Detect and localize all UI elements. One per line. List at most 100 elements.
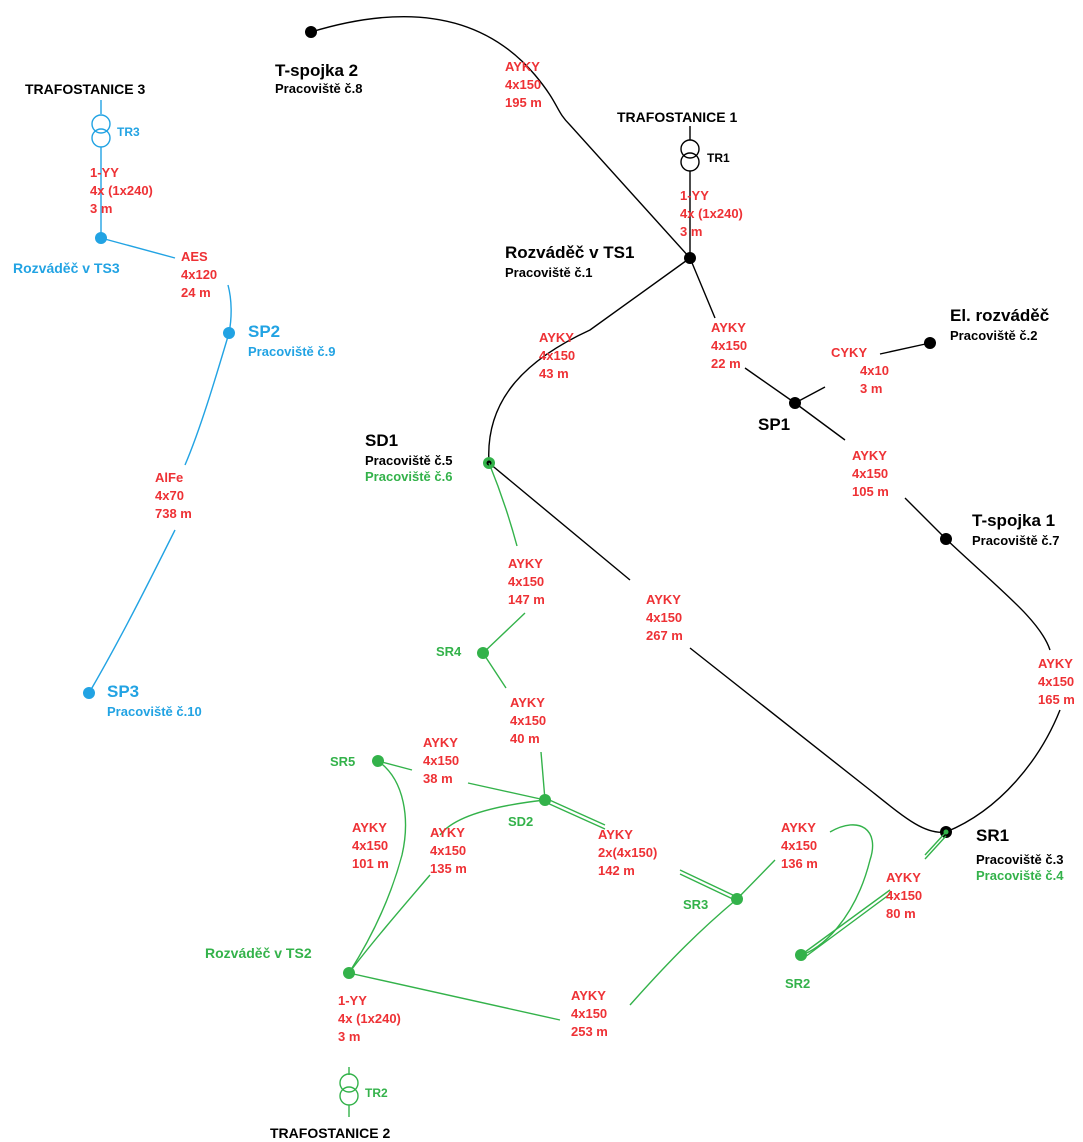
node-sd1-sub2: Pracoviště č.6 (365, 469, 452, 484)
node-rozvadec-ts2-label: Rozváděč v TS2 (205, 945, 312, 961)
cable-size: 4x (1x240) (680, 206, 743, 221)
node-sp3-sub: Pracoviště č.10 (107, 704, 202, 719)
network-ts1 (305, 15, 1061, 838)
node-rozvadec-ts1-dot[interactable] (684, 252, 696, 264)
node-sr5-dot[interactable] (372, 755, 384, 767)
substation-ts2-title: TRAFOSTANICE 2 (270, 1125, 391, 1141)
node-sp2-dot[interactable] (223, 327, 235, 339)
cable-length: 38 m (423, 771, 453, 786)
node-sr1-label: SR1 (976, 826, 1009, 845)
cable-line-sd1-sr1 (488, 462, 947, 834)
cable-length: 105 m (852, 484, 889, 499)
cable-size: 4x150 (352, 838, 388, 853)
cable-type: AlFe (155, 470, 183, 485)
transformer-tr2-label: TR2 (365, 1086, 388, 1100)
cable-type: AYKY (781, 820, 816, 835)
node-sd2-dot[interactable] (539, 794, 551, 806)
cable-size: 4x120 (181, 267, 217, 282)
cable-length: 253 m (571, 1024, 608, 1039)
cable-line-sd1-sr4 (482, 462, 526, 654)
cable-size: 4x150 (1038, 674, 1074, 689)
node-sr1-sub2: Pracoviště č.4 (976, 868, 1064, 883)
node-rozvadec-ts2-dot[interactable] (343, 967, 355, 979)
cable-length: 165 m (1038, 692, 1075, 707)
cable-label-sr5-sd2: AYKY 4x150 38 m (423, 735, 459, 786)
cable-type: AYKY (510, 695, 545, 710)
cable-size: 4x150 (852, 466, 888, 481)
cable-length: 135 m (430, 861, 467, 876)
node-tspojka2-dot[interactable] (305, 26, 317, 38)
cable-length: 136 m (781, 856, 818, 871)
node-tspojka1-dot[interactable] (940, 533, 952, 545)
cable-size: 4x150 (505, 77, 541, 92)
cable-line-sr3-sr2 (736, 824, 874, 956)
cable-label-sp1-tspojka1: AYKY 4x150 105 m (852, 448, 889, 499)
cable-line-rozvadec-ts1-sp1 (689, 257, 796, 404)
transformer-tr1-label: TR1 (707, 151, 730, 165)
cable-label-sd2-sr3: AYKY 2x(4x150) 142 m (598, 827, 657, 878)
node-tspojka1-sub: Pracoviště č.7 (972, 533, 1059, 548)
cable-type: AYKY (1038, 656, 1073, 671)
cable-label-sr5-rozvadec-ts2: AYKY 4x150 101 m (352, 820, 389, 871)
node-tspojka2-sub: Pracoviště č.8 (275, 81, 362, 96)
cable-label-tspojka1-sr1: AYKY 4x150 165 m (1038, 656, 1075, 707)
node-sr2-dot[interactable] (795, 949, 807, 961)
cable-length: 3 m (680, 224, 702, 239)
substation-ts3-title: TRAFOSTANICE 3 (25, 81, 146, 97)
cable-line-rozvadec-ts2-sr3 (348, 898, 738, 1021)
cable-type: AYKY (646, 592, 681, 607)
node-sd2-label: SD2 (508, 814, 533, 829)
node-el-rozvadec-label: El. rozváděč (950, 306, 1049, 325)
cable-length: 195 m (505, 95, 542, 110)
cable-type: AYKY (852, 448, 887, 463)
node-sp3-label: SP3 (107, 682, 139, 701)
cable-line-sd2-sr3-b (544, 801, 738, 902)
cable-label-sr3-sr2: AYKY 4x150 136 m (781, 820, 818, 871)
cable-length: 101 m (352, 856, 389, 871)
node-sr3-dot[interactable] (731, 893, 743, 905)
cable-length: 43 m (539, 366, 569, 381)
cable-length: 142 m (598, 863, 635, 878)
cable-length: 80 m (886, 906, 916, 921)
cable-length: 267 m (646, 628, 683, 643)
cable-label-rozvadec-ts1-sp1: AYKY 4x150 22 m (711, 320, 747, 371)
cable-length: 22 m (711, 356, 741, 371)
cable-label-rozvadec-ts1-sd1: AYKY 4x150 43 m (539, 330, 575, 381)
nodes-ts3 (83, 232, 235, 699)
cable-line-sr1-sr2 (800, 831, 947, 956)
cable-label-tr3: 1-YY 4x (1x240) 3 m (90, 165, 153, 216)
cable-size: 4x150 (510, 713, 546, 728)
cable-size: 4x (1x240) (338, 1011, 401, 1026)
node-sr1-sub: Pracoviště č.3 (976, 852, 1063, 867)
node-rozvadec-ts3-label: Rozváděč v TS3 (13, 260, 120, 276)
cable-label-sr4-sd2: AYKY 4x150 40 m (510, 695, 546, 746)
cable-line-tspojka1-sr1 (945, 538, 1061, 833)
cable-type: AYKY (352, 820, 387, 835)
cable-label-sd2-rozvadec-ts2: AYKY 4x150 135 m (430, 825, 467, 876)
nodes-ts1 (305, 26, 952, 838)
cable-type: AYKY (711, 320, 746, 335)
node-rozvadec-ts1-label: Rozváděč v TS1 (505, 243, 634, 262)
cable-label-rozvadec-ts3-sp2: AES 4x120 24 m (181, 249, 217, 300)
node-sd1-sub: Pracoviště č.5 (365, 453, 452, 468)
node-sp3-dot[interactable] (83, 687, 95, 699)
cable-label-sd1-sr1: AYKY 4x150 267 m (646, 592, 683, 643)
node-tspojka2-label: T-spojka 2 (275, 61, 358, 80)
network-ts3 (83, 100, 235, 699)
node-sr4-dot[interactable] (477, 647, 489, 659)
node-rozvadec-ts3-dot[interactable] (95, 232, 107, 244)
node-sp1-dot[interactable] (789, 397, 801, 409)
cable-type: AYKY (598, 827, 633, 842)
cable-line-sr1-sr2-b (804, 835, 947, 958)
cable-length: 24 m (181, 285, 211, 300)
cable-size: 4x150 (886, 888, 922, 903)
cable-size: 4x150 (423, 753, 459, 768)
node-el-rozvadec-dot[interactable] (924, 337, 936, 349)
node-tspojka1-label: T-spojka 1 (972, 511, 1055, 530)
cable-length: 147 m (508, 592, 545, 607)
cable-line-sd2-sr3-a (544, 797, 738, 898)
cable-size: 2x(4x150) (598, 845, 657, 860)
node-sp1-label: SP1 (758, 415, 790, 434)
node-sp2-sub: Pracoviště č.9 (248, 344, 335, 359)
cable-label-sp2-sp3: AlFe 4x70 738 m (155, 470, 192, 521)
